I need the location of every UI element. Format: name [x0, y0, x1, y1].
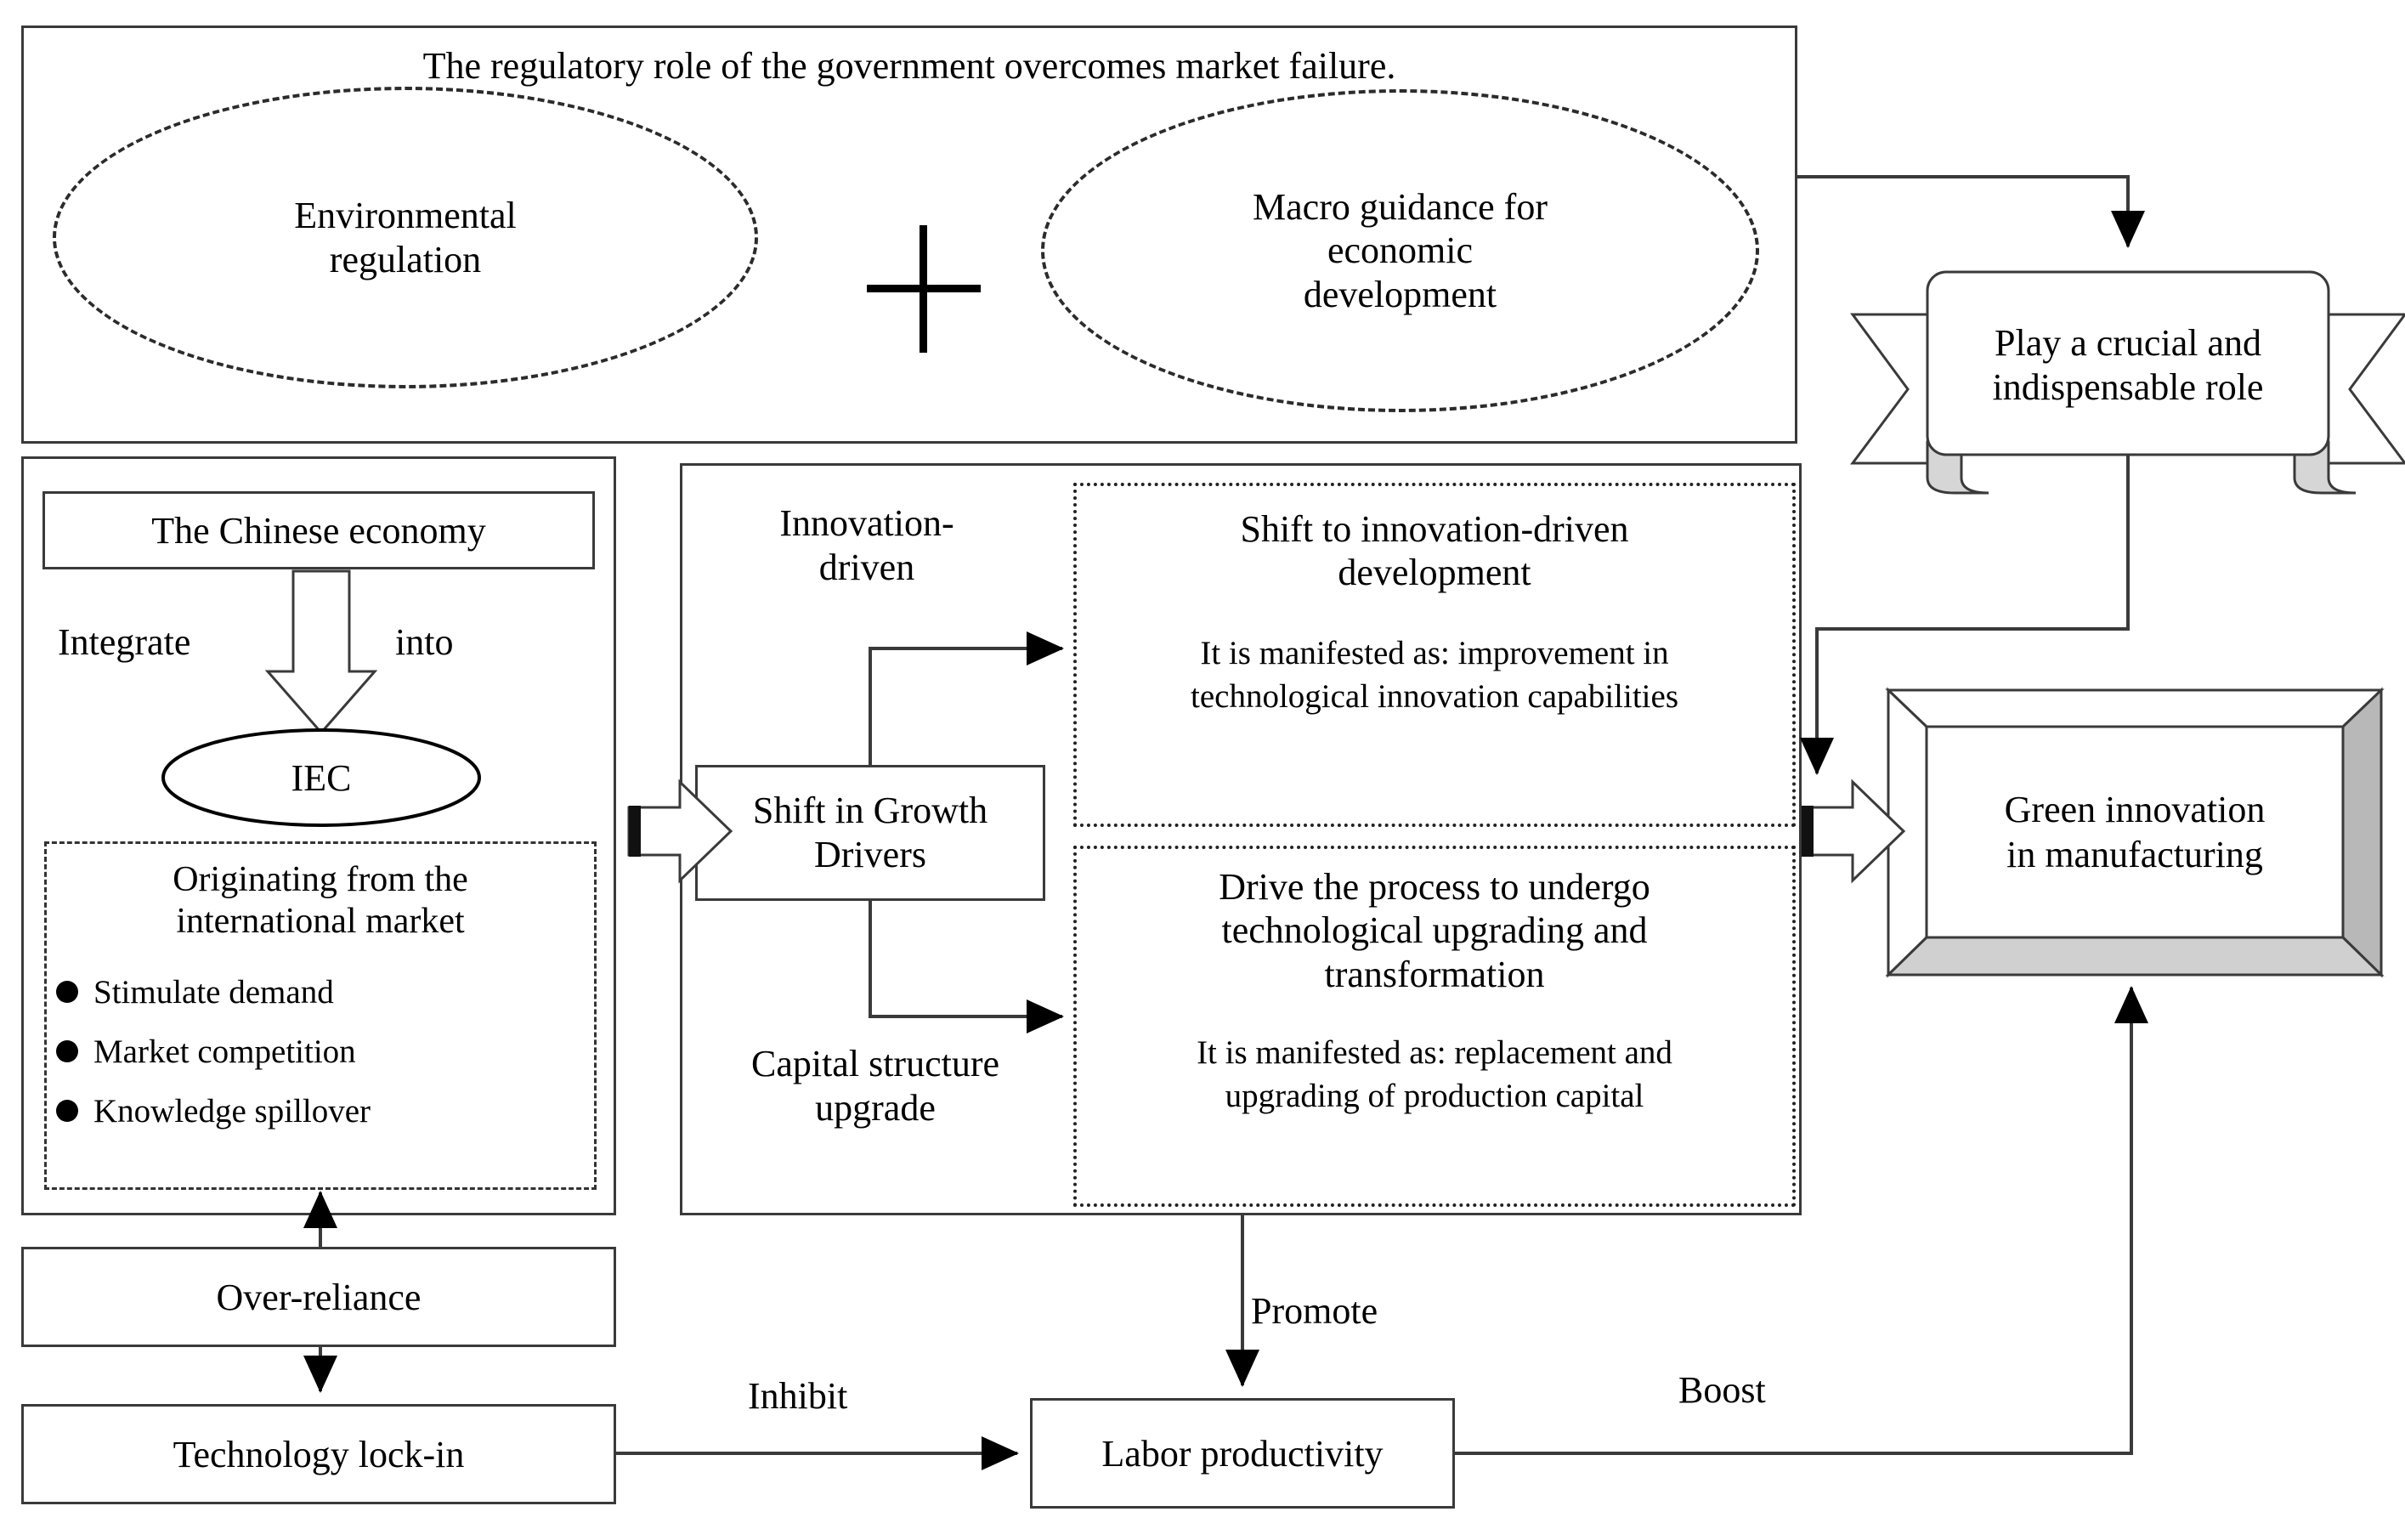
- integrate-label: Integrate: [58, 621, 191, 663]
- chinese-economy-box: The Chinese economy: [42, 491, 595, 569]
- center-to-green-block-arrow-icon: [1800, 778, 1906, 884]
- panel-title-text: The regulatory role of the government ov…: [422, 44, 1396, 87]
- ribbon-line1: Play a crucial and: [1995, 322, 2261, 365]
- chinese-economy-label: The Chinese economy: [151, 509, 486, 552]
- ribbon-to-green-innovation-connector: [1800, 455, 2130, 775]
- regulation-to-ribbon-connector: [1797, 175, 2145, 248]
- innovation-driven-line1: Innovation-: [779, 502, 954, 545]
- originating-title-line1: Originating from the: [173, 859, 468, 899]
- originating-title: Originating from the international marke…: [51, 854, 590, 948]
- capital-structure-line1: Capital structure: [750, 1042, 999, 1084]
- environmental-regulation-line2: regulation: [329, 238, 482, 280]
- boost-edge-label: Boost: [1678, 1369, 1766, 1411]
- list-item: Stimulate demand: [53, 962, 588, 1022]
- green-innovation-line2: in manufacturing: [2006, 834, 2263, 875]
- shift-growth-line2: Drivers: [814, 834, 926, 875]
- list-item: Knowledge spillover: [53, 1081, 588, 1141]
- innovation-outcome-panel: [1073, 483, 1796, 827]
- environmental-regulation-line1: Environmental: [294, 194, 517, 236]
- innovation-outcome-title-line1: Shift to innovation-driven: [1240, 507, 1629, 550]
- capital-structure-line2: upgrade: [815, 1086, 936, 1129]
- originating-title-line2: international market: [176, 902, 465, 941]
- macro-guidance-line3: development: [1303, 273, 1497, 315]
- macro-guidance-line2: economic: [1327, 229, 1474, 272]
- shift-growth-line1: Shift in Growth: [752, 790, 988, 832]
- innovation-outcome-body: It is manifested as: improvement in tech…: [1084, 625, 1785, 727]
- innovation-driven-label: Innovation- driven: [705, 495, 1028, 597]
- innovation-outcome-title-line2: development: [1338, 552, 1531, 593]
- shift-growth-drivers-box: Shift in Growth Drivers: [695, 765, 1045, 901]
- originating-panel: [44, 841, 597, 1190]
- ribbon-line2: indispensable role: [1992, 366, 2264, 408]
- technological-upgrade-title-line3: transformation: [1324, 953, 1545, 995]
- plus-icon: [867, 225, 1028, 353]
- technological-upgrade-body-line2: upgrading of production capital: [1225, 1078, 1644, 1114]
- macro-guidance-line1: Macro guidance for: [1253, 186, 1548, 229]
- technology-lockin-box: Technology lock-in: [21, 1404, 616, 1504]
- technological-upgrade-body: It is manifested as: replacement and upg…: [1084, 1024, 1785, 1126]
- over-reliance-label: Over-reliance: [216, 1276, 422, 1318]
- originating-bullet-list: Stimulate demand Market competition Know…: [53, 962, 588, 1141]
- technological-upgrade-body-line1: It is manifested as: replacement and: [1197, 1034, 1672, 1072]
- technological-upgrade-title: Drive the process to undergo technologic…: [1084, 858, 1785, 1003]
- list-item: Market competition: [53, 1022, 588, 1081]
- capital-structure-label: Capital structure upgrade: [697, 1033, 1054, 1139]
- over-reliance-box: Over-reliance: [21, 1247, 616, 1347]
- into-label: into: [395, 621, 454, 663]
- panel-title: The regulatory role of the government ov…: [38, 41, 1780, 92]
- innovation-driven-line2: driven: [818, 546, 915, 588]
- macro-guidance-ellipse: Macro guidance for economic development: [1041, 89, 1759, 412]
- innovation-outcome-body-line2: technological innovation capabilities: [1191, 678, 1678, 715]
- bullet-dot-icon: [56, 1040, 78, 1062]
- technological-upgrade-title-line2: technological upgrading and: [1221, 909, 1648, 952]
- inhibit-edge-label: Inhibit: [748, 1375, 848, 1417]
- labor-productivity-label: Labor productivity: [1101, 1432, 1384, 1475]
- innovation-outcome-title: Shift to innovation-driven development: [1084, 500, 1785, 602]
- ribbon-label: Play a crucial and indispensable role: [1929, 280, 2327, 450]
- environmental-regulation-ellipse: Environmental regulation: [53, 87, 758, 388]
- bullet-dot-icon: [56, 981, 78, 1003]
- labor-productivity-box: Labor productivity: [1030, 1398, 1455, 1509]
- iec-label: IEC: [291, 756, 352, 799]
- green-innovation-line1: Green innovation: [2004, 789, 2266, 831]
- innovation-outcome-body-line1: It is manifested as: improvement in: [1200, 635, 1669, 672]
- promote-edge-label: Promote: [1251, 1290, 1378, 1332]
- green-innovation-label: Green innovation in manufacturing: [1929, 748, 2340, 918]
- technology-lockin-label: Technology lock-in: [173, 1433, 465, 1475]
- technological-upgrade-title-line1: Drive the process to undergo: [1219, 865, 1650, 908]
- bullet-dot-icon: [56, 1100, 78, 1122]
